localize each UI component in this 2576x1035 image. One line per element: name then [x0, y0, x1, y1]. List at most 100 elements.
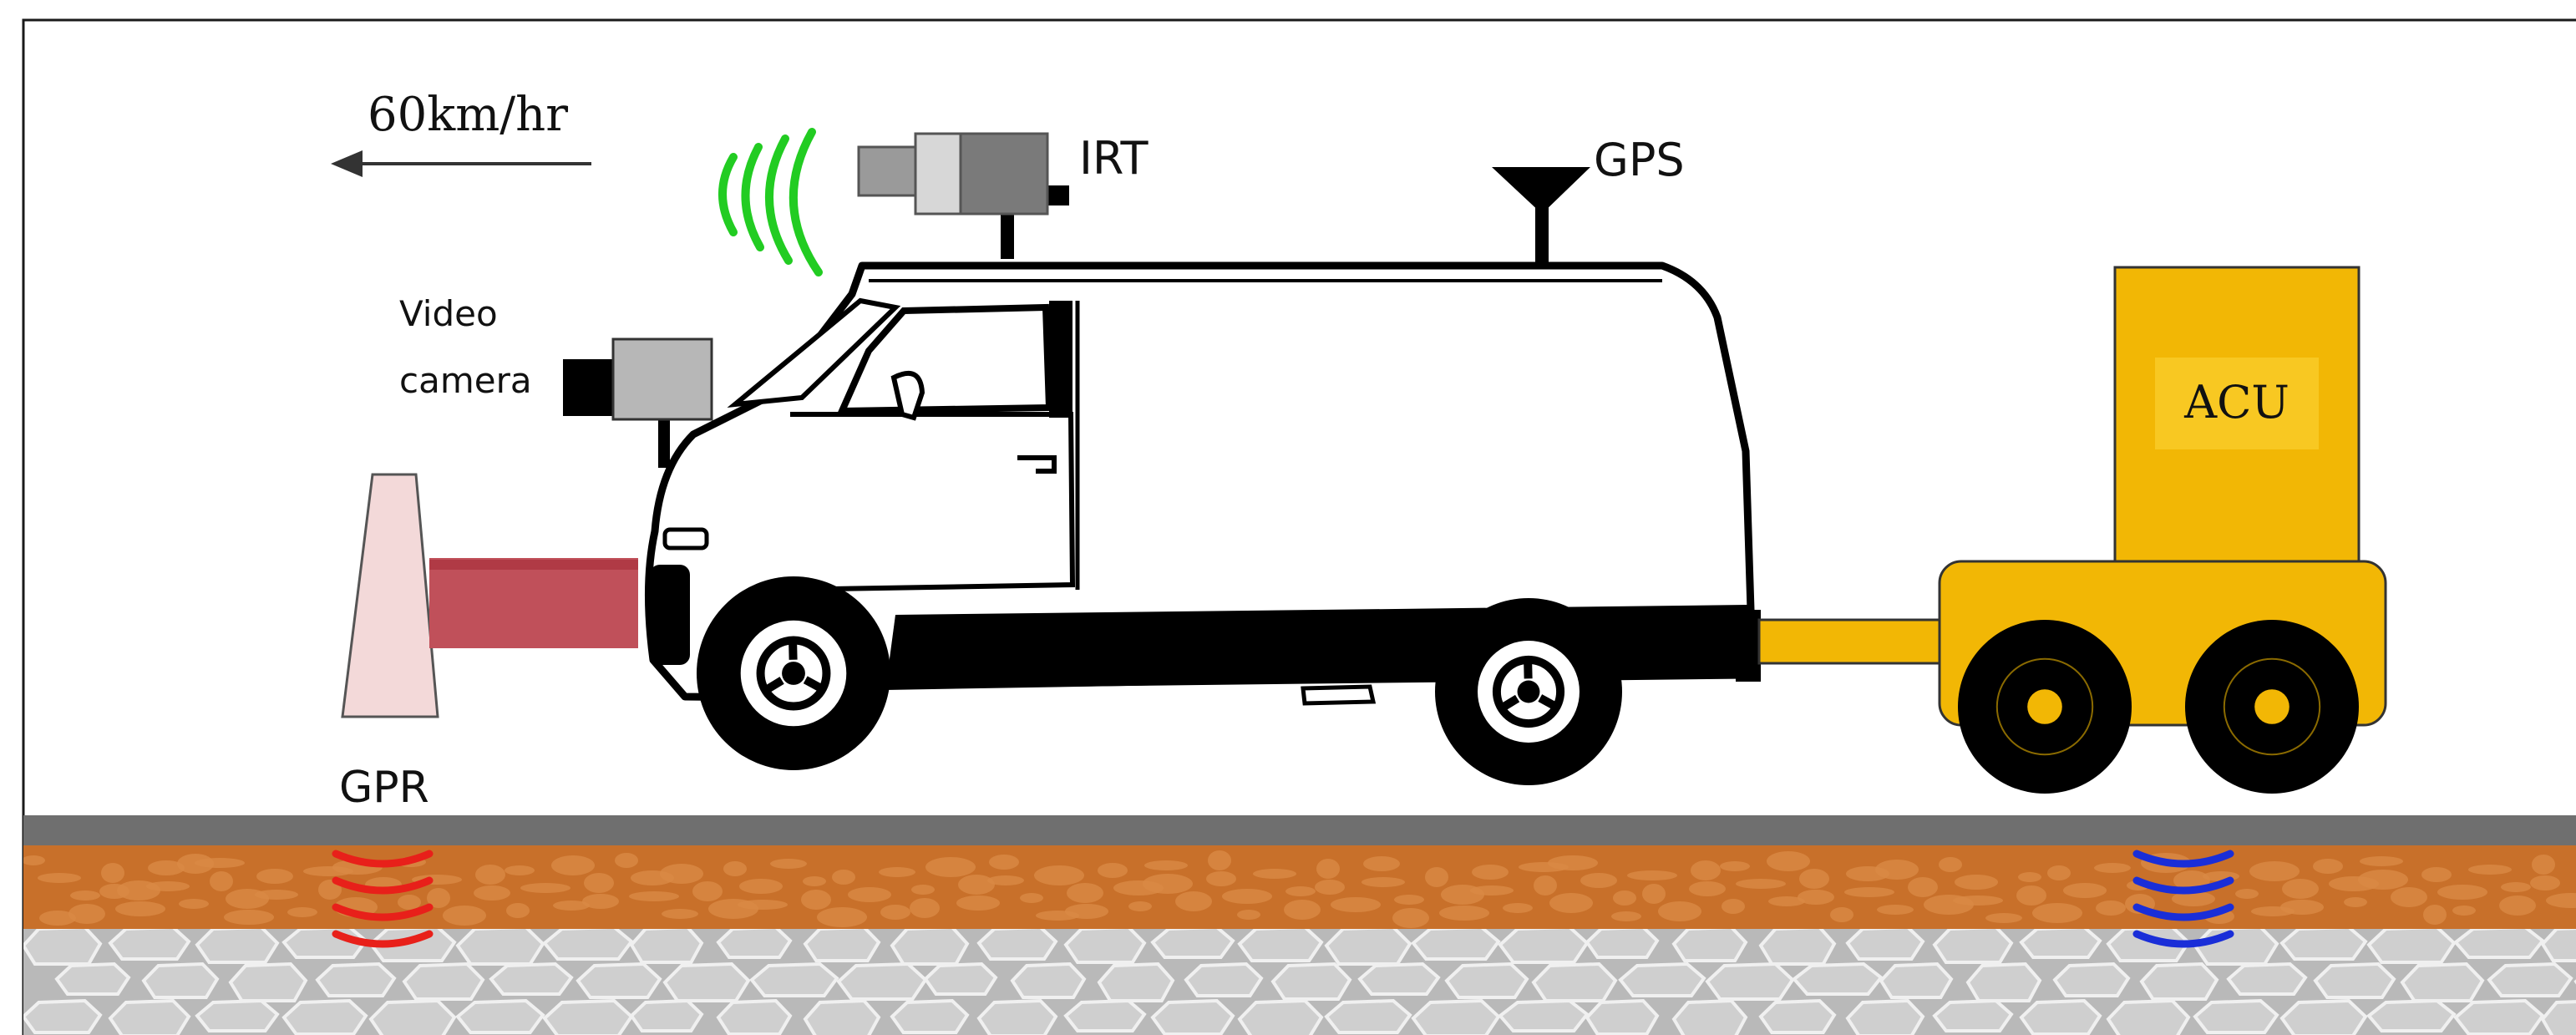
gravel-stone	[1587, 1001, 1657, 1034]
gravel-stone	[925, 964, 996, 994]
gravel-stone	[110, 1001, 189, 1035]
gravel-stone	[2456, 927, 2543, 957]
soil-blotch	[226, 889, 269, 909]
asphalt-layer	[23, 815, 2576, 845]
soil-blotch	[1113, 880, 1164, 895]
soil-blotch	[2249, 861, 2300, 881]
soil-blotch	[256, 869, 293, 884]
gravel-stone	[1534, 964, 1615, 1001]
gravel-stone	[1153, 1001, 1233, 1034]
gravel-stone	[1707, 964, 1793, 999]
gravel-stone	[1587, 927, 1657, 957]
gravel-stone	[2108, 1001, 2188, 1035]
gpr-antenna	[342, 474, 638, 717]
gravel-stone	[892, 1001, 967, 1032]
soil-blotch	[629, 891, 679, 901]
soil-blotch	[2499, 895, 2536, 916]
soil-blotch	[1767, 851, 1810, 871]
soil-blotch	[443, 906, 486, 926]
soil-blotch	[1613, 890, 1636, 906]
gravel-stone	[979, 927, 1056, 959]
gravel-stone	[2055, 964, 2128, 996]
soil-blotch	[1627, 870, 1677, 880]
soil-blotch	[848, 887, 891, 902]
gpr-beam	[429, 558, 638, 648]
soil-blotch	[210, 871, 233, 891]
soil-blotch	[1175, 891, 1212, 911]
soil-blotch	[475, 865, 505, 885]
gravel-stone	[458, 1001, 543, 1032]
soil-blotch	[911, 885, 935, 895]
gravel-stone	[1935, 927, 2011, 962]
gravel-stone	[231, 964, 306, 1001]
gravel-stone	[718, 1001, 790, 1034]
soil-blotch	[1128, 901, 1152, 911]
soil-blotch	[474, 885, 510, 901]
soil-blotch	[1658, 901, 1701, 921]
gravel-stone	[1848, 1001, 1923, 1035]
arrow-left-icon	[331, 150, 591, 177]
soil-blotch	[584, 873, 614, 893]
soil-blotch	[551, 855, 595, 875]
soil-blotch	[2313, 859, 2343, 874]
gravel-stone	[1500, 927, 1587, 962]
gravel-stone	[2369, 927, 2454, 962]
gravel-stone	[1273, 964, 1350, 999]
soil-blotch	[2532, 855, 2555, 875]
gravel-stone	[1413, 927, 1498, 959]
soil-blotch	[1206, 871, 1236, 886]
soil-blotch	[1392, 908, 1429, 928]
soil-blotch	[1316, 859, 1340, 879]
gravel-stone	[665, 964, 748, 1001]
gravel-stone	[1153, 927, 1233, 957]
soil-blotch	[2437, 885, 2487, 900]
soil-blotch	[2032, 903, 2082, 923]
gravel-stone	[1066, 927, 1144, 962]
acu-wheel	[2185, 620, 2359, 794]
soil-blotch	[1363, 856, 1400, 871]
acu-wheel	[1958, 620, 2132, 794]
soil-blotch	[1036, 911, 1079, 921]
soil-blotch	[303, 866, 353, 876]
gps-antenna-icon	[1492, 167, 1590, 266]
soil-blotch	[2047, 865, 2071, 880]
soil-blotch	[879, 867, 915, 877]
gravel-stone	[1012, 964, 1084, 997]
soil-blotch	[1315, 880, 1345, 895]
soil-blotch	[1736, 879, 1786, 889]
gravel-stone	[2402, 964, 2482, 1001]
gravel-stone	[1360, 964, 1438, 994]
gravel-stone	[1761, 1001, 1834, 1032]
soil-blotch	[2096, 901, 2126, 916]
soil-blotch	[1580, 873, 1617, 888]
soil-blotch	[1519, 862, 1569, 872]
soil-blotch	[1331, 897, 1381, 912]
soil-blotch	[195, 858, 245, 868]
gravel-stone	[2489, 964, 2571, 996]
gravel-stone	[404, 964, 483, 999]
soil-blotch	[1722, 899, 1745, 914]
soil-blotch	[506, 903, 530, 918]
gravel-stone	[892, 927, 967, 964]
soil-blotch	[224, 910, 274, 925]
gravel-stone	[2021, 1001, 2100, 1034]
gravel-stone	[458, 927, 543, 964]
soil-blotch	[117, 880, 160, 901]
soil-blotch	[1691, 860, 1721, 880]
soil-blotch	[2016, 885, 2046, 906]
soil-blotch	[1425, 867, 1448, 887]
soil-blotch	[2468, 865, 2512, 875]
soil-blotch	[739, 879, 783, 894]
gravel-stone	[1066, 1001, 1144, 1031]
soil-blotch	[1534, 875, 1557, 895]
soil-blotch	[505, 865, 535, 875]
soil-blotch	[803, 876, 826, 886]
soil-blotch	[1098, 863, 1128, 878]
soil-blotch	[692, 881, 723, 901]
soil-blotch	[2063, 883, 2107, 898]
soil-blotch	[989, 855, 1019, 870]
soil-blotch	[1208, 850, 1231, 870]
soil-blotch	[723, 861, 747, 876]
soil-blotch	[770, 859, 807, 869]
gravel-stone	[371, 1001, 454, 1035]
